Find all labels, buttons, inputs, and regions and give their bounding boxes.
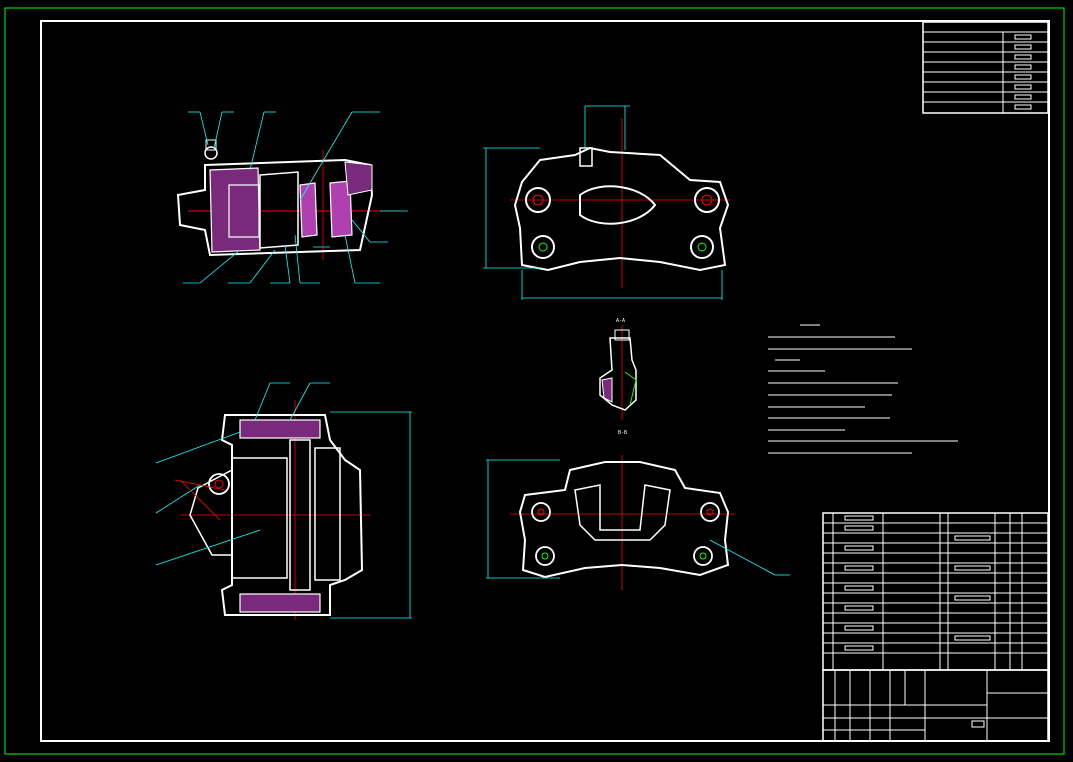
side-view-bottom-left	[155, 382, 412, 620]
parts-list-table	[822, 512, 1049, 671]
inner-frame	[40, 20, 1050, 742]
outer-frame	[4, 7, 1065, 755]
spec-table	[922, 21, 1049, 114]
bottom-view-bottom-right	[486, 455, 790, 590]
front-view-top-right	[483, 105, 730, 300]
section-label-upper: A-A	[616, 318, 625, 324]
section-view-top-left	[176, 111, 408, 284]
technical-notes	[768, 324, 958, 454]
section-label-lower: B-B	[618, 430, 627, 436]
detail-view-center: A-A B-B	[599, 318, 637, 436]
title-block	[822, 669, 1049, 742]
